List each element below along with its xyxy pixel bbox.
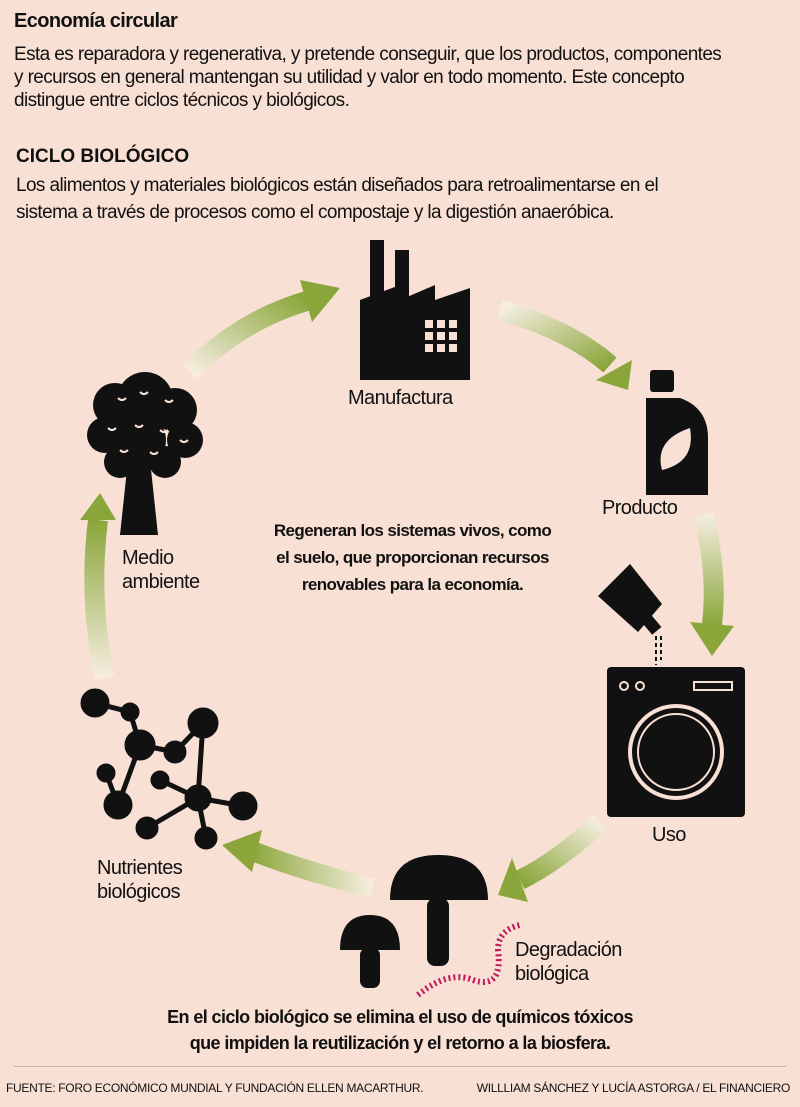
intro-line: distingue entre ciclos técnicos y biológ… (14, 90, 350, 111)
page-title: Economía circular (14, 10, 178, 32)
factory-icon (360, 240, 470, 380)
tree-icon (87, 372, 203, 535)
nutrients-molecule-icon (80, 688, 258, 850)
arrow-env-to-manufactura (182, 280, 340, 379)
section-title: CICLO BIOLÓGICO (16, 146, 190, 167)
washing-machine-icon (607, 667, 745, 817)
intro-line: y recursos en general mantengan su utili… (14, 67, 685, 88)
source-credit: FUENTE: FORO ECONÓMICO MUNDIAL Y FUNDACI… (6, 1081, 424, 1095)
label-nutrientes: Nutrientes biológicos (97, 856, 183, 904)
arrow-nutrientes-to-env (80, 493, 116, 681)
divider (14, 1066, 786, 1067)
mushrooms-icon (340, 855, 488, 988)
desc-line: Los alimentos y materiales biológicos es… (16, 175, 659, 196)
label-uso: Uso (652, 824, 686, 846)
label-line: biológicos (97, 881, 181, 903)
label-line: ambiente (122, 571, 200, 593)
conclusion-line: que impiden la reutilización y el retorn… (189, 1033, 611, 1053)
arrow-producto-to-uso (690, 512, 734, 656)
label-producto: Producto (602, 497, 678, 519)
label-degradacion: Degradación biológica (515, 938, 622, 986)
conclusion-line: En el ciclo biológico se elimina el uso … (167, 1007, 633, 1027)
intro-line: Esta es reparadora y regenerativa, y pre… (14, 44, 722, 65)
label-line: Nutrientes (97, 857, 183, 879)
conclusion-text: En el ciclo biológico se elimina el uso … (0, 1004, 800, 1056)
label-manufactura: Manufactura (348, 387, 453, 409)
desc-line: sistema a través de procesos como el com… (16, 202, 614, 223)
intro-text: Esta es reparadora y regenerativa, y pre… (14, 43, 722, 112)
label-line: Medio (122, 547, 174, 569)
label-line: Degradación (515, 939, 622, 961)
label-line: biológica (515, 963, 589, 985)
label-medio-ambiente: Medio ambiente (122, 546, 200, 594)
author-credit: WILLLIAM SÁNCHEZ Y LUCÍA ASTORGA / EL FI… (476, 1081, 791, 1095)
arrow-manufactura-to-producto (497, 300, 632, 390)
spray-bottle-icon (598, 564, 662, 665)
center-text: Regeneran los sistemas vivos, como el su… (273, 521, 552, 594)
arrow-uso-to-degradacion (498, 814, 607, 902)
section-description: Los alimentos y materiales biológicos es… (16, 172, 659, 226)
bottle-icon (646, 370, 708, 495)
arrow-degradacion-to-nutrientes (222, 830, 375, 898)
